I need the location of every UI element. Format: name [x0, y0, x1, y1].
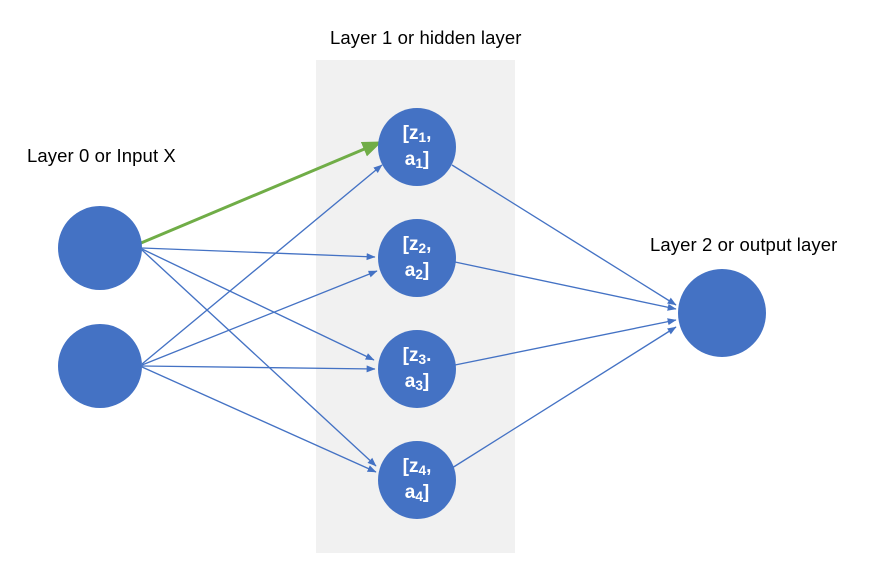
hidden-node-1-line1: [z1, [402, 123, 432, 146]
edge-input2-hidden1 [141, 164, 383, 365]
hidden-node-2[interactable]: [z2, a2] [378, 219, 456, 297]
hidden-node-3[interactable]: [z3. a3] [378, 330, 456, 408]
hidden-node-2-line1: [z2, [402, 234, 432, 257]
edge-input1-hidden3 [141, 248, 375, 361]
edge-input1-hidden1-highlighted [140, 140, 383, 245]
hidden-layer-label: Layer 1 or hidden layer [330, 27, 522, 48]
hidden-node-3-line1: [z3. [402, 345, 432, 368]
hidden-node-4-line2: a4] [404, 482, 430, 504]
hidden-node-1[interactable]: [z1, a1] [378, 108, 456, 186]
output-layer-label: Layer 2 or output layer [650, 234, 838, 255]
edge-input2-hidden2 [141, 270, 378, 366]
hidden-node-2-line2: a2] [404, 260, 430, 282]
hidden-node-4-line1: [z4, [402, 456, 432, 479]
edge-input1-hidden4 [141, 249, 377, 467]
edge-hidden2-output [454, 261, 677, 311]
hidden-node-1-line2: a1] [404, 149, 430, 171]
input-node-2[interactable] [58, 324, 142, 408]
input-layer-label: Layer 0 or Input X [27, 145, 176, 166]
edge-input1-hidden2 [141, 247, 376, 261]
edge-input2-hidden4 [141, 366, 377, 473]
edge-hidden4-output [451, 326, 677, 469]
edge-hidden3-output [454, 318, 677, 366]
input-node-1[interactable] [58, 206, 142, 290]
output-node-1[interactable] [678, 269, 766, 357]
hidden-node-4[interactable]: [z4, a4] [378, 441, 456, 519]
hidden-node-3-line2: a3] [404, 371, 430, 393]
edge-input2-hidden3 [141, 365, 376, 373]
edge-hidden1-output [451, 164, 677, 306]
